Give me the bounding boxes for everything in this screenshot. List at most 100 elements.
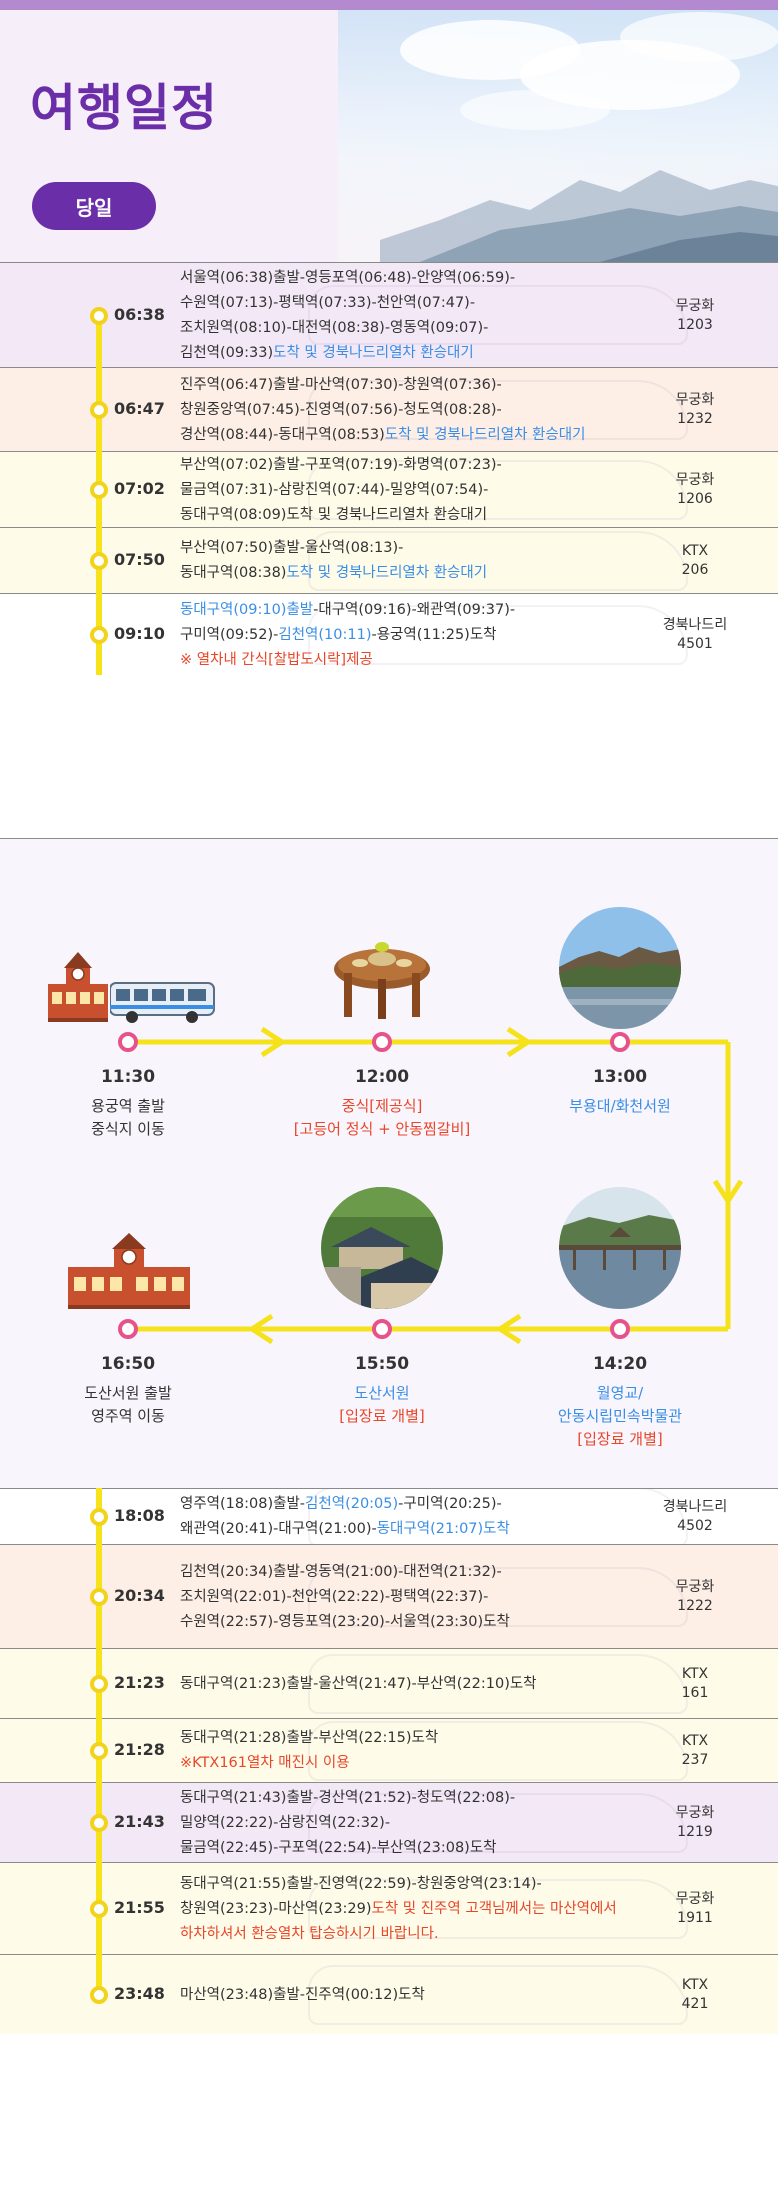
- train-type: 무궁화: [675, 392, 715, 408]
- dosanseowon-photo: [321, 1187, 443, 1309]
- meal-table-icon: [334, 942, 430, 1019]
- route-segment: 서울역(06:38)출발-영등포역(06:48)-안양역(06:59)-: [180, 269, 516, 286]
- route-line: 김천역(20:34)출발-영동역(21:00)-대전역(21:32)-: [180, 1560, 650, 1585]
- stop-description-line: 중식지 이동: [91, 1120, 165, 1138]
- train-type: KTX: [681, 1977, 709, 1993]
- route-description: 영주역(18:08)출발-김천역(20:05)-구미역(20:25)-왜관역(2…: [180, 1492, 650, 1542]
- route-line: 진주역(06:47)출발-마산역(07:30)-창원역(07:36)-: [180, 373, 650, 398]
- route-line: 경산역(08:44)-동대구역(08:53)도착 및 경북나드리열차 환승대기: [180, 423, 650, 448]
- train-number: 1911: [677, 1910, 713, 1926]
- stop-description-line: 안동시립민속박물관: [557, 1407, 683, 1425]
- departure-time: 20:34: [114, 1586, 165, 1605]
- route-segment: -용궁역(11:25)도착: [371, 626, 497, 643]
- stop-time: 12:00: [354, 1067, 410, 1087]
- train-number: 1206: [677, 491, 713, 507]
- route-line: 왜관역(20:41)-대구역(21:00)-동대구역(21:07)도착: [180, 1517, 650, 1542]
- stop-description: 중식[제공식][고등어 정식 + 안동찜갈비]: [272, 1095, 492, 1141]
- timeline-dot: [90, 1742, 108, 1760]
- timeline-dot: [90, 626, 108, 644]
- stop-description-line: 영주역 이동: [91, 1407, 165, 1425]
- departure-time: 21:23: [114, 1673, 165, 1692]
- route-description: 부산역(07:02)출발-구포역(07:19)-화명역(07:23)-물금역(0…: [180, 453, 650, 528]
- stop-time: 11:30: [100, 1067, 156, 1087]
- schedule-row: 23:48 마산역(23:48)출발-진주역(00:12)도착 KTX 421: [0, 1954, 778, 2034]
- route-segment: ※KTX161열차 매진시 이용: [180, 1755, 350, 1771]
- departure-time: 21:43: [114, 1812, 165, 1831]
- stop-description: 부용대/화천서원: [510, 1095, 730, 1118]
- route-line: 영주역(18:08)출발-김천역(20:05)-구미역(20:25)-: [180, 1492, 650, 1517]
- route-segment: 물금역(22:45)-구포역(22:54)-부산역(23:08)도착: [180, 1839, 497, 1856]
- train-type: KTX: [681, 543, 709, 559]
- stop-time: 15:50: [354, 1354, 410, 1374]
- route-line: 수원역(07:13)-평택역(07:33)-천안역(07:47)-: [180, 291, 650, 316]
- bus-icon: [110, 982, 215, 1023]
- stop-description-line: 도산서원: [354, 1384, 410, 1402]
- route-description: 부산역(07:50)출발-울산역(08:13)-동대구역(08:38)도착 및 …: [180, 536, 650, 586]
- route-line: 동대구역(08:09)도착 및 경북나드리열차 환승대기: [180, 503, 650, 528]
- route-segment: 김천역(10:11): [278, 626, 372, 643]
- route-line: 동대구역(21:23)출발-울산역(21:47)-부산역(22:10)도착: [180, 1672, 650, 1697]
- route-line: 동대구역(09:10)출발-대구역(09:16)-왜관역(09:37)-: [180, 598, 650, 623]
- route-segment: 마산역(23:48)출발-진주역(00:12)도착: [180, 1986, 425, 2003]
- route-line: 밀양역(22:22)-삼랑진역(22:32)-: [180, 1811, 650, 1836]
- station-building-icon: [48, 952, 108, 1022]
- route-segment: 동대구역(21:23)출발-울산역(21:47)-부산역(22:10)도착: [180, 1675, 537, 1692]
- route-segment: 조치원역(22:01)-천안역(22:22)-평택역(22:37)-: [180, 1588, 489, 1605]
- route-line: 서울역(06:38)출발-영등포역(06:48)-안양역(06:59)-: [180, 266, 650, 291]
- stop-description-line: 도산서원 출발: [84, 1384, 172, 1402]
- route-segment: 진주역(06:47)출발-마산역(07:30)-창원역(07:36)-: [180, 376, 502, 393]
- stop-description-line: 부용대/화천서원: [569, 1097, 671, 1115]
- train-number: 237: [681, 1752, 709, 1768]
- route-description: 동대구역(21:23)출발-울산역(21:47)-부산역(22:10)도착: [180, 1672, 650, 1697]
- stop-description-line: 월영교/: [596, 1384, 644, 1402]
- stop-description: 도산서원[입장료 개별]: [272, 1382, 492, 1428]
- woryeonggyo-photo: [559, 1187, 681, 1309]
- route-segment: 동대구역(08:09)도착 및 경북나드리열차 환승대기: [180, 506, 488, 523]
- station-building-icon: [68, 1233, 190, 1309]
- route-line: ※ 열차내 간식[찰밥도시락]제공: [180, 648, 650, 673]
- route-line: 조치원역(08:10)-대전역(08:38)-영동역(09:07)-: [180, 316, 650, 341]
- departure-time: 07:02: [114, 479, 165, 498]
- route-segment: 부산역(07:50)출발-울산역(08:13)-: [180, 540, 404, 556]
- route-line: 조치원역(22:01)-천안역(22:22)-평택역(22:37)-: [180, 1585, 650, 1610]
- timeline-line: [96, 1488, 102, 1994]
- route-segment: 하차하셔서 환승열차 탑승하시기 바랍니다.: [180, 1925, 439, 1942]
- route-line: 김천역(09:33)도착 및 경북나드리열차 환승대기: [180, 341, 650, 366]
- stop-description: 월영교/안동시립민속박물관[입장료 개별]: [510, 1382, 730, 1451]
- schedule-row: 07:50 부산역(07:50)출발-울산역(08:13)-동대구역(08:38)…: [0, 527, 778, 593]
- departure-time: 23:48: [114, 1984, 165, 2003]
- route-segment: 경산역(08:44)-동대구역(08:53): [180, 426, 385, 443]
- route-description: 마산역(23:48)출발-진주역(00:12)도착: [180, 1983, 650, 2008]
- train-type: 무궁화: [675, 297, 715, 314]
- route-segment: 도착 및 경북나드리열차 환승대기: [286, 565, 488, 581]
- page-title: 여행일정: [30, 79, 218, 137]
- stop-time: 13:00: [592, 1067, 648, 1087]
- timeline-dot: [90, 1508, 108, 1526]
- route-segment: 밀양역(22:22)-삼랑진역(22:32)-: [180, 1814, 391, 1831]
- route-segment: 물금역(07:31)-삼랑진역(07:44)-밀양역(07:54)-: [180, 481, 489, 498]
- route-line: 수원역(22:57)-영등포역(23:20)-서울역(23:30)도착: [180, 1610, 650, 1635]
- departure-time: 21:55: [114, 1898, 165, 1917]
- route-segment: 구미역(09:52)-: [180, 626, 279, 643]
- route-line: 물금역(22:45)-구포역(22:54)-부산역(23:08)도착: [180, 1836, 650, 1861]
- timeline-dot: [90, 401, 108, 419]
- route-description: 진주역(06:47)출발-마산역(07:30)-창원역(07:36)-창원중앙역…: [180, 373, 650, 448]
- train-number: 421: [681, 1996, 709, 2012]
- stop-time: 16:50: [100, 1354, 156, 1374]
- route-segment: 김천역(20:05): [305, 1496, 399, 1512]
- departure-time: 07:50: [114, 550, 165, 569]
- schedule-row: 21:23 동대구역(21:23)출발-울산역(21:47)-부산역(22:10)…: [0, 1648, 778, 1718]
